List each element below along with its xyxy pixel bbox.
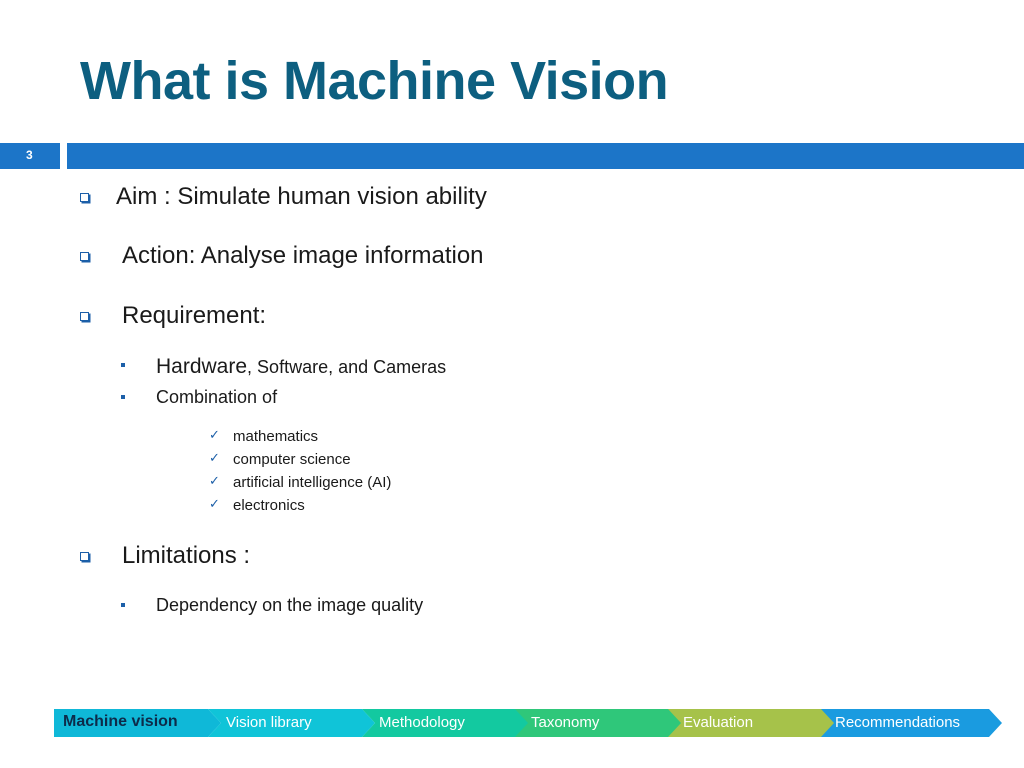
nav-label-taxonomy: Taxonomy [531, 714, 600, 731]
sub-bullet-combination: Combination of [121, 387, 278, 408]
small-square-bullet-icon [121, 603, 125, 607]
nav-label-evaluation: Evaluation [683, 714, 754, 731]
bullet-limitations-text: Limitations : [122, 542, 251, 569]
check-icon: ✓ [209, 473, 220, 488]
check-item: ✓ mathematics [209, 427, 319, 445]
sub-bullet-dependency-text: Dependency on the image quality [156, 595, 424, 615]
nav-label-recommendations: Recommendations [835, 714, 961, 731]
check-icon: ✓ [209, 427, 220, 442]
check-icon: ✓ [209, 496, 220, 511]
bullet-aim-text: Aim : Simulate human vision ability [116, 183, 487, 210]
bullet-aim: Aim : Simulate human vision ability [80, 183, 487, 211]
nav-segment-vision-library[interactable] [208, 709, 375, 737]
square-bullet-icon [80, 312, 89, 321]
small-square-bullet-icon [121, 363, 125, 367]
nav-label-machine-vision: Machine vision [63, 713, 178, 730]
check-item: ✓ electronics [209, 496, 305, 514]
nav-segment-methodology[interactable] [362, 709, 529, 737]
sub-bullet-hardware-rest: , Software, and Cameras [247, 357, 447, 377]
bullet-limitations: Limitations : [80, 542, 251, 570]
check-item-text: mathematics [233, 428, 319, 445]
nav-segment-recommendations[interactable] [821, 709, 1002, 737]
sub-bullet-hardware: Hardware, Software, and Cameras [121, 355, 447, 379]
sub-bullet-dependency: Dependency on the image quality [121, 595, 424, 616]
nav-segment-evaluation[interactable] [668, 709, 835, 737]
square-bullet-icon [80, 193, 89, 202]
check-item-text: computer science [233, 451, 351, 468]
slide-number-box [0, 143, 60, 169]
check-item-text: electronics [233, 497, 305, 514]
sub-bullet-hardware-text: Hardware [156, 355, 248, 378]
nav-segment-taxonomy[interactable] [515, 709, 682, 737]
nav-label-methodology: Methodology [379, 714, 465, 731]
check-item-text: artificial intelligence (AI) [233, 474, 392, 491]
square-bullet-icon [80, 252, 89, 261]
bullet-requirement: Requirement: [80, 302, 267, 330]
small-square-bullet-icon [121, 395, 125, 399]
check-item: ✓ artificial intelligence (AI) [209, 473, 392, 491]
slide-title: What is Machine Vision [80, 51, 669, 111]
bullet-action: Action: Analyse image information [80, 242, 484, 270]
nav-label-vision-library: Vision library [226, 714, 312, 731]
sub-bullet-combination-text: Combination of [156, 387, 278, 407]
header-bar [67, 143, 1024, 169]
slide-number: 3 [26, 148, 33, 162]
bullet-action-text: Action: Analyse image information [122, 242, 484, 269]
check-icon: ✓ [209, 450, 220, 465]
nav-segment-machine-vision[interactable] [54, 709, 221, 737]
square-bullet-icon [80, 552, 89, 561]
bullet-requirement-text: Requirement: [122, 302, 267, 329]
check-item: ✓ computer science [209, 450, 351, 468]
